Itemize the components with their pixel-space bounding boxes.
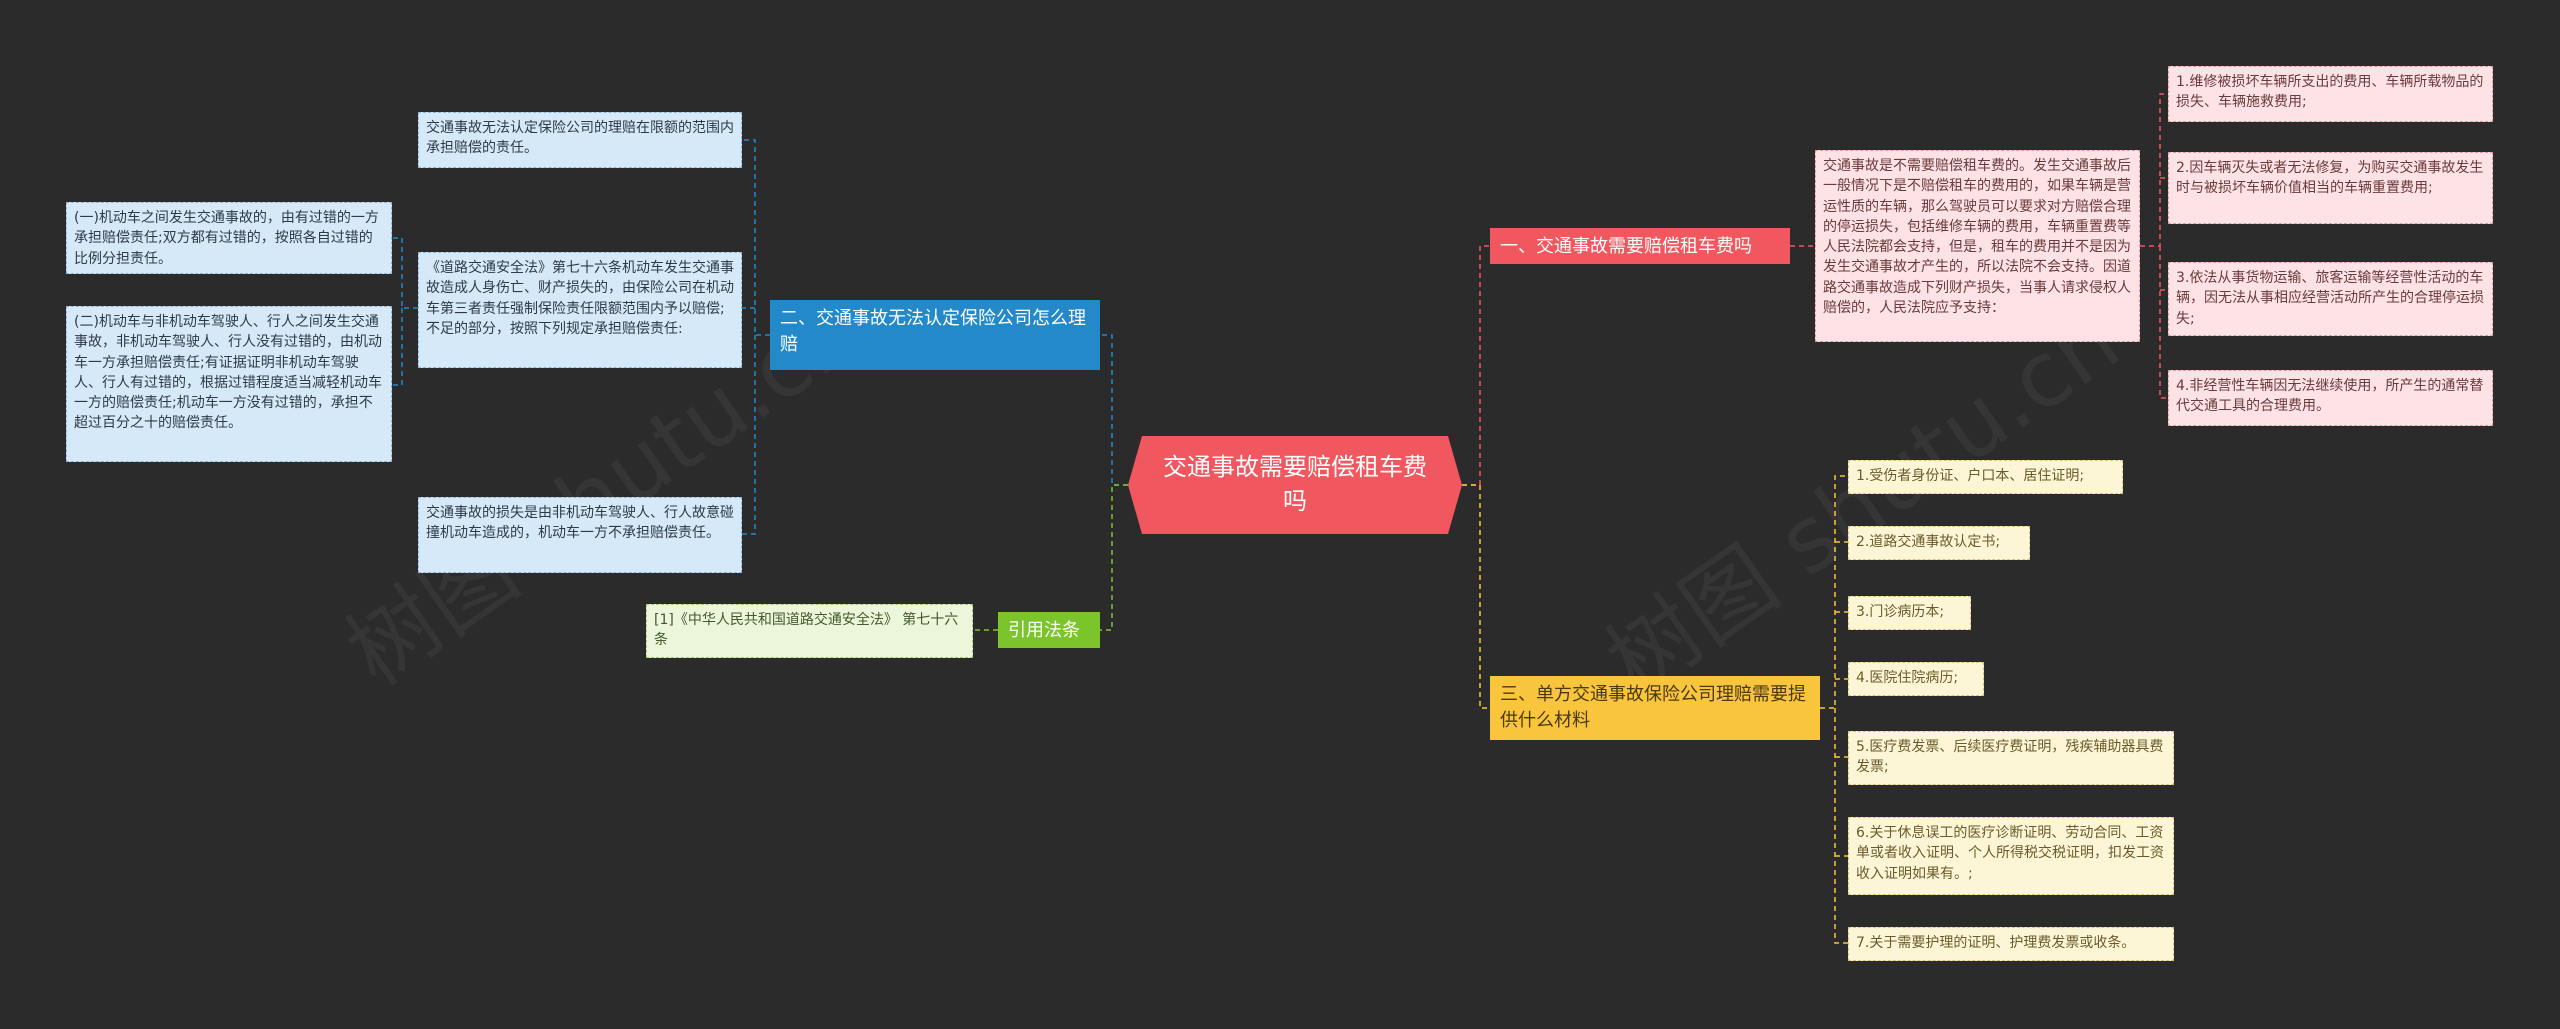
list-item-text: 1.维修被损坏车辆所支出的费用、车辆所载物品的损失、车辆施救费用; bbox=[2176, 74, 2484, 111]
branch-label: 引用法条 bbox=[1008, 620, 1080, 641]
citation-text: [1]《中华人民共和国道路交通安全法》 第七十六条 bbox=[654, 612, 959, 649]
list-item-text: 3.依法从事货物运输、旅客运输等经营性活动的车辆，因无法从事相应经营活动所产生的… bbox=[2176, 270, 2484, 327]
branch-label: 二、交通事故无法认定保险公司怎么理赔 bbox=[780, 308, 1086, 356]
summary-text: 交通事故是不需要赔偿租车费的。发生交通事故后一般情况下是不赔偿租车的费用的，如果… bbox=[1823, 158, 2131, 317]
list-item[interactable]: 3.门诊病历本; bbox=[1848, 596, 1971, 630]
list-item-text: 交通事故无法认定保险公司的理赔在限额的范围内承担赔偿的责任。 bbox=[426, 120, 734, 157]
list-item[interactable]: 交通事故的损失是由非机动车驾驶人、行人故意碰撞机动车造成的，机动车一方不承担赔偿… bbox=[418, 497, 742, 573]
list-item-text: 5.医疗费发票、后续医疗费证明，残疾辅助器具费发票; bbox=[1856, 739, 2164, 776]
branch-label: 三、单方交通事故保险公司理赔需要提供什么材料 bbox=[1500, 684, 1806, 732]
list-item-text: 7.关于需要护理的证明、护理费发票或收条。 bbox=[1856, 935, 2136, 951]
branch-label: 一、交通事故需要赔偿租车费吗 bbox=[1500, 236, 1752, 257]
branch-materials[interactable]: 三、单方交通事故保险公司理赔需要提供什么材料 bbox=[1490, 676, 1820, 740]
list-item[interactable]: 1.受伤者身份证、户口本、居住证明; bbox=[1848, 460, 2123, 494]
list-item-text: 6.关于休息误工的医疗诊断证明、劳动合同、工资单或者收入证明、个人所得税交税证明… bbox=[1856, 825, 2164, 882]
summary-node[interactable]: 交通事故是不需要赔偿租车费的。发生交通事故后一般情况下是不赔偿租车的费用的，如果… bbox=[1815, 150, 2140, 342]
list-item-text: 2.道路交通事故认定书; bbox=[1856, 534, 2001, 550]
list-item-text: 3.门诊病历本; bbox=[1856, 604, 1945, 620]
list-item[interactable]: (二)机动车与非机动车驾驶人、行人之间发生交通事故，非机动车驾驶人、行人没有过错… bbox=[66, 306, 392, 462]
root-topic-label: 交通事故需要赔偿租车费吗 bbox=[1163, 453, 1427, 515]
branch-insurance-claim[interactable]: 二、交通事故无法认定保险公司怎么理赔 bbox=[770, 300, 1100, 370]
list-item[interactable]: 2.道路交通事故认定书; bbox=[1848, 526, 2030, 560]
branch-compensation-question[interactable]: 一、交通事故需要赔偿租车费吗 bbox=[1490, 228, 1790, 264]
list-item[interactable]: 2.因车辆灭失或者无法修复，为购买交通事故发生时与被损坏车辆价值相当的车辆重置费… bbox=[2168, 152, 2493, 224]
list-item-text: 4.医院住院病历; bbox=[1856, 670, 1959, 686]
list-item[interactable]: 7.关于需要护理的证明、护理费发票或收条。 bbox=[1848, 927, 2174, 961]
list-item[interactable]: 交通事故无法认定保险公司的理赔在限额的范围内承担赔偿的责任。 bbox=[418, 112, 742, 168]
list-item[interactable]: 1.维修被损坏车辆所支出的费用、车辆所载物品的损失、车辆施救费用; bbox=[2168, 66, 2493, 122]
list-item-text: (二)机动车与非机动车驾驶人、行人之间发生交通事故，非机动车驾驶人、行人没有过错… bbox=[74, 314, 382, 432]
list-item-text: 4.非经营性车辆因无法继续使用，所产生的通常替代交通工具的合理费用。 bbox=[2176, 378, 2484, 415]
list-item[interactable]: 4.非经营性车辆因无法继续使用，所产生的通常替代交通工具的合理费用。 bbox=[2168, 370, 2493, 426]
list-item[interactable]: 3.依法从事货物运输、旅客运输等经营性活动的车辆，因无法从事相应经营活动所产生的… bbox=[2168, 262, 2493, 336]
list-item-text: (一)机动车之间发生交通事故的，由有过错的一方承担赔偿责任;双方都有过错的，按照… bbox=[74, 210, 379, 267]
list-item[interactable]: 《道路交通安全法》第七十六条机动车发生交通事故造成人身伤亡、财产损失的，由保险公… bbox=[418, 252, 742, 368]
root-topic[interactable]: 交通事故需要赔偿租车费吗 bbox=[1128, 436, 1462, 534]
list-item-text: 交通事故的损失是由非机动车驾驶人、行人故意碰撞机动车造成的，机动车一方不承担赔偿… bbox=[426, 505, 734, 542]
citation-item[interactable]: [1]《中华人民共和国道路交通安全法》 第七十六条 bbox=[646, 604, 973, 658]
list-item[interactable]: 5.医疗费发票、后续医疗费证明，残疾辅助器具费发票; bbox=[1848, 731, 2174, 785]
list-item[interactable]: 4.医院住院病历; bbox=[1848, 662, 1984, 696]
list-item-text: 1.受伤者身份证、户口本、居住证明; bbox=[1856, 468, 2085, 484]
list-item[interactable]: (一)机动车之间发生交通事故的，由有过错的一方承担赔偿责任;双方都有过错的，按照… bbox=[66, 202, 392, 274]
list-item-text: 《道路交通安全法》第七十六条机动车发生交通事故造成人身伤亡、财产损失的，由保险公… bbox=[426, 260, 734, 337]
list-item[interactable]: 6.关于休息误工的医疗诊断证明、劳动合同、工资单或者收入证明、个人所得税交税证明… bbox=[1848, 817, 2174, 895]
branch-legal-reference[interactable]: 引用法条 bbox=[998, 612, 1100, 648]
list-item-text: 2.因车辆灭失或者无法修复，为购买交通事故发生时与被损坏车辆价值相当的车辆重置费… bbox=[2176, 160, 2484, 197]
